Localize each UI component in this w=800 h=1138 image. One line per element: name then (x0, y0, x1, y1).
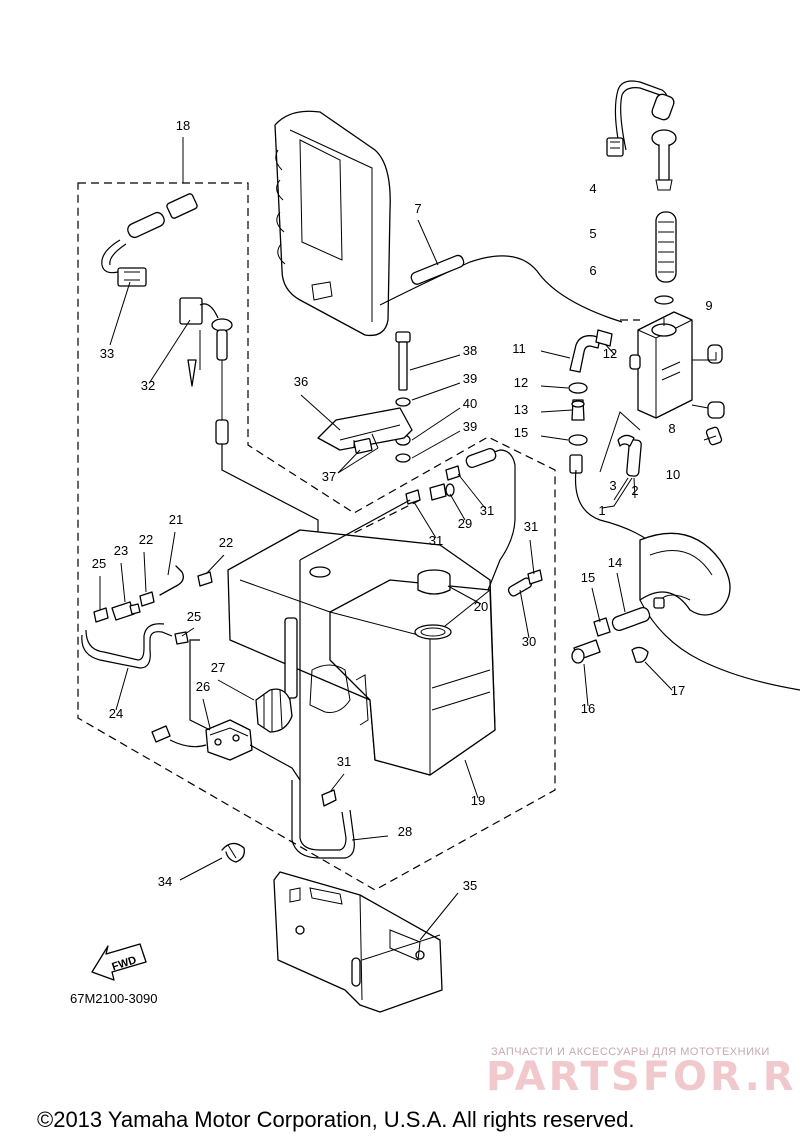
middle-fittings (568, 329, 613, 446)
part-number-4: 4 (589, 181, 596, 196)
part-number-8: 8 (668, 421, 675, 436)
part-number-38: 38 (463, 343, 477, 358)
part-number-7: 7 (414, 201, 421, 216)
part-number-19: 19 (471, 793, 485, 808)
part-number-15: 15 (581, 570, 595, 585)
part-number-25: 25 (92, 556, 106, 571)
part-number-22: 22 (219, 535, 233, 550)
part-number-30: 30 (522, 634, 536, 649)
part-number-1: 1 (598, 503, 605, 518)
part-number-17: 17 (671, 683, 685, 698)
part-number-31: 31 (429, 533, 443, 548)
part-number-37: 37 (322, 469, 336, 484)
sensor-harness (101, 193, 233, 445)
part-number-36: 36 (294, 374, 308, 389)
part-number-12: 12 (603, 346, 617, 361)
fwd-arrow (91, 943, 147, 981)
engine-base-area (571, 532, 800, 691)
part-number-9: 9 (705, 298, 712, 313)
primer-lines (81, 565, 213, 669)
part-number-40: 40 (463, 396, 477, 411)
part-number-35: 35 (463, 878, 477, 893)
part-number-23: 23 (114, 543, 128, 558)
part-number-28: 28 (398, 824, 412, 839)
drawing-code: 67M2100-3090 (70, 991, 157, 1006)
part-number-3: 3 (609, 478, 616, 493)
part-number-34: 34 (158, 874, 172, 889)
clamp-34 (221, 842, 245, 863)
part-number-16: 16 (581, 701, 595, 716)
part-number-6: 6 (589, 263, 596, 278)
part-number-32: 32 (141, 378, 155, 393)
watermark-brand: PARTSFOR.RU (486, 1054, 800, 1100)
part-number-31: 31 (480, 503, 494, 518)
part-number-22: 22 (139, 532, 153, 547)
part-number-26: 26 (196, 679, 210, 694)
part-number-11: 11 (512, 341, 526, 356)
fuel-hose-7 (379, 254, 623, 323)
part-number-10: 10 (666, 467, 680, 482)
part-number-31: 31 (337, 754, 351, 769)
fuel-hose-30 (299, 447, 543, 597)
part-number-20: 20 (474, 599, 488, 614)
engine-cowling (274, 110, 391, 337)
fuel-tank-kit-outline (77, 182, 556, 891)
part-number-12: 12 (514, 375, 528, 390)
part-number-39: 39 (463, 371, 477, 386)
primer-pump-26-27 (151, 639, 301, 781)
part-number-13: 13 (514, 402, 528, 417)
tank-bracket-35 (273, 871, 443, 1013)
filter-fittings (569, 434, 642, 477)
part-number-18: 18 (176, 118, 190, 133)
part-number-15: 15 (514, 425, 528, 440)
part-number-31: 31 (524, 519, 538, 534)
watermark-tagline: ЗАПЧАСТИ И АКСЕССУАРЫ ДЛЯ МОТОТЕХНИКИ (491, 1046, 770, 1058)
part-number-2: 2 (631, 483, 638, 498)
part-number-33: 33 (100, 346, 114, 361)
part-number-29: 29 (458, 516, 472, 531)
part-number-27: 27 (211, 660, 225, 675)
part-number-14: 14 (608, 555, 622, 570)
part-number-24: 24 (109, 706, 123, 721)
fuel-filter-assembly (606, 80, 725, 446)
part-number-5: 5 (589, 226, 596, 241)
part-number-25: 25 (187, 609, 201, 624)
mount-hardware (317, 331, 413, 463)
part-number-39: 39 (463, 419, 477, 434)
fuel-tank-19 (227, 529, 496, 776)
copyright-notice: ©2013 Yamaha Motor Corporation, U.S.A. A… (37, 1107, 634, 1132)
part-number-21: 21 (169, 512, 183, 527)
